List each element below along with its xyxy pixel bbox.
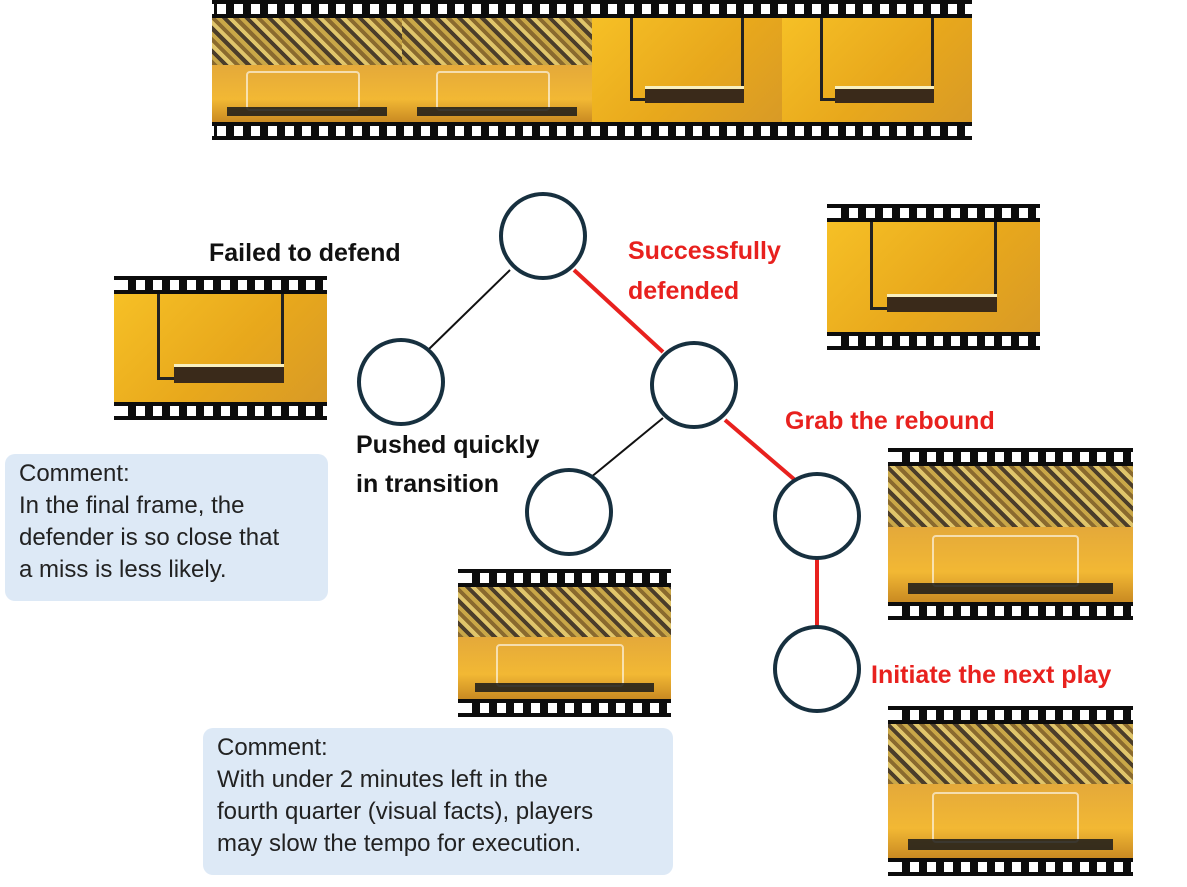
node-root [499, 192, 587, 280]
label-pushed-quickly-line2: in transition [356, 470, 500, 498]
label-initiate-next-play: Initiate the next play [871, 661, 1112, 689]
label-failed-to-defend: Failed to defend [209, 239, 401, 267]
clip-grab-the-rebound [888, 448, 1133, 620]
top-filmstrip [212, 0, 972, 140]
label-successfully-defended-line1: Successfully [628, 237, 781, 265]
node-nextplay [773, 625, 861, 713]
label-successfully-defended-line2: defended [628, 277, 740, 305]
comment-box-left: Comment: In the final frame, the defende… [5, 454, 328, 601]
edge-defended-pushed [589, 417, 664, 479]
clip-pushed-quickly [458, 569, 671, 717]
comment-heading: Comment: [19, 460, 130, 487]
comment-line: fourth quarter (visual facts), players [217, 798, 594, 825]
comment-heading: Comment: [217, 734, 328, 761]
node-defended [650, 341, 738, 429]
comment-line: may slow the tempo for execution. [217, 830, 582, 857]
comment-box-bottom: Comment: With under 2 minutes left in th… [203, 728, 673, 875]
edge-root-defended [572, 268, 665, 354]
comment-line: With under 2 minutes left in the [217, 766, 548, 793]
label-grab-the-rebound: Grab the rebound [785, 407, 995, 435]
clip-initiate-next-play [888, 706, 1133, 876]
comment-line: In the final frame, the [19, 492, 245, 519]
node-failed [357, 338, 445, 426]
video-frame [592, 18, 782, 122]
comment-line: defender is so close that [19, 524, 280, 551]
video-frame [782, 18, 972, 122]
comment-line: a miss is less likely. [19, 556, 227, 583]
video-frame [212, 18, 402, 122]
clip-successfully-defended [827, 204, 1040, 350]
node-pushed [525, 468, 613, 556]
node-rebound [773, 472, 861, 560]
edge-root-failed [427, 269, 511, 351]
label-pushed-quickly-line1: Pushed quickly [356, 431, 540, 459]
edge-defended-rebound [723, 418, 797, 482]
video-frame [402, 18, 592, 122]
clip-failed-to-defend [114, 276, 327, 420]
